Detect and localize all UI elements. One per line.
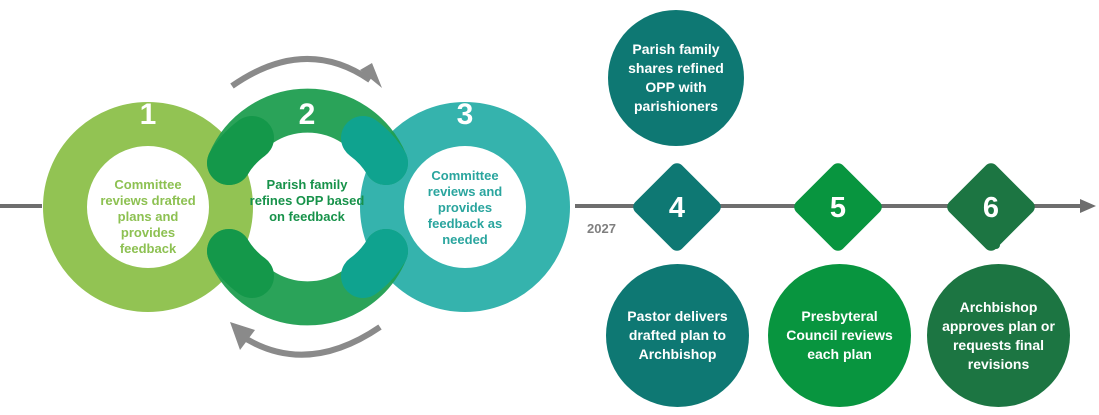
milestone-5-description: Presbyteral Council reviews each plan: [786, 308, 893, 362]
milestone-6-circle: Archbishop approves plan or requests fin…: [927, 264, 1070, 407]
milestone-6-number: 6: [982, 192, 1000, 224]
ring-step-3: [360, 102, 570, 312]
step-3-line: provides: [437, 200, 493, 215]
step-2-text: Parish family refines OPP based on feedb…: [242, 177, 372, 225]
backward-arc-arrow-icon: [238, 324, 382, 358]
step-2-line: refines OPP based: [249, 193, 365, 208]
overlap-1-2-bottom: [207, 229, 274, 298]
forward-arc-arrow-icon: [230, 55, 372, 89]
milestone-4-number: 4: [668, 192, 686, 224]
overlap-2-3-bottom: [341, 229, 408, 298]
step-3-line: feedback as: [427, 216, 503, 231]
parish-shares-text: Parish family shares refined OPP with pa…: [628, 41, 724, 114]
step-2-line: on feedback: [269, 209, 345, 224]
step-1-line: Committee: [114, 177, 182, 192]
milestone-6-description: Archbishop approves plan or requests fin…: [942, 298, 1055, 372]
step-2-number: 2: [298, 98, 316, 131]
backward-arrowhead-icon: [230, 322, 255, 350]
parish-shares-circle: Parish family shares refined OPP with pa…: [608, 10, 744, 146]
milestone-5-number: 5: [829, 192, 847, 224]
step-3-text: Committee reviews and provides feedback …: [410, 168, 520, 248]
step-1-line: provides: [120, 225, 176, 240]
step-3-line: needed: [442, 232, 488, 247]
step-1-number: 1: [139, 98, 157, 131]
step-3-number: 3: [456, 98, 474, 131]
milestone-4-circle: Pastor delivers drafted plan to Archbish…: [606, 264, 749, 407]
step-1-line: feedback: [119, 241, 177, 256]
milestone-4-description: Pastor delivers drafted plan to Archbish…: [627, 308, 728, 362]
step-1-text: Committee reviews drafted plans and prov…: [88, 177, 208, 257]
overlap-1-2-top: [207, 116, 274, 185]
timeline-arrowhead-icon: [1080, 199, 1096, 213]
step-2-line: Parish family: [266, 177, 348, 192]
step-1-line: reviews drafted: [100, 193, 196, 208]
step-3-line: Committee: [431, 168, 499, 183]
year-label: 2027: [587, 221, 616, 236]
step-1-line: plans and: [117, 209, 179, 224]
overlap-2-3-top: [341, 116, 408, 185]
ring-step-1: [43, 102, 253, 312]
milestone-5-circle: Presbyteral Council reviews each plan: [768, 264, 911, 407]
forward-arrowhead-icon: [360, 63, 382, 88]
step-3-line: reviews and: [427, 184, 503, 199]
